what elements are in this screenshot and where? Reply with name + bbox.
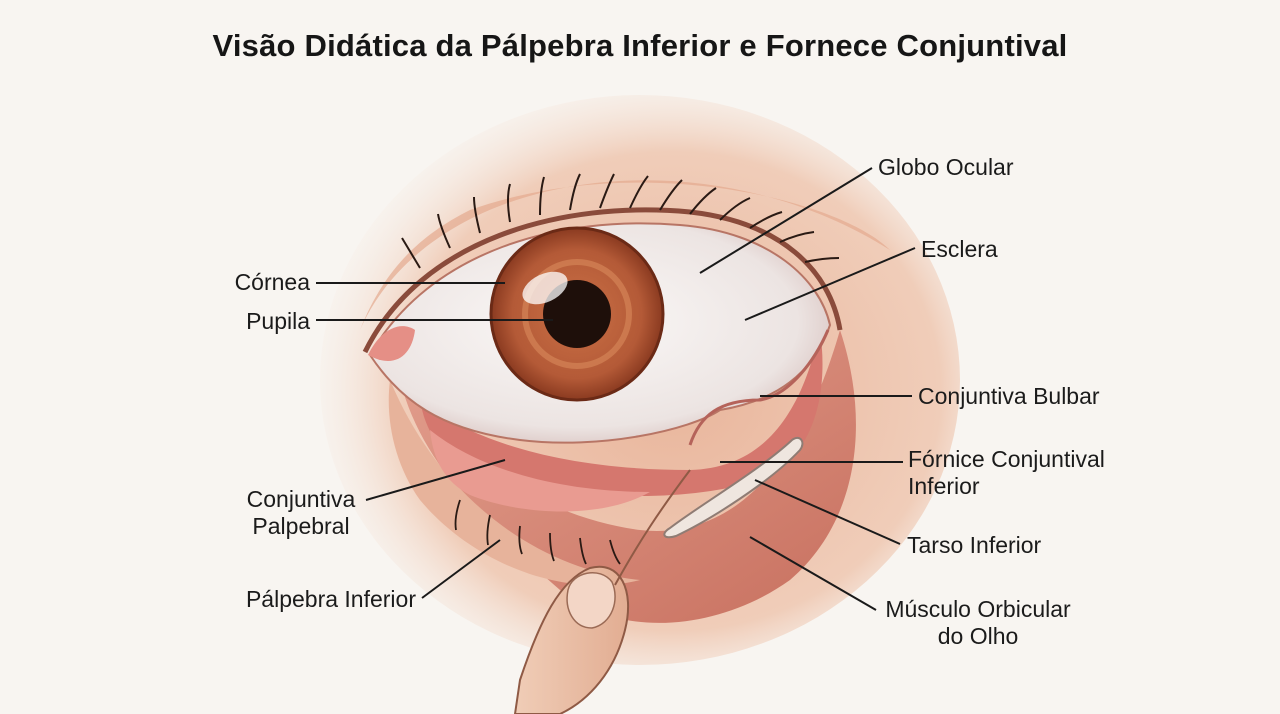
label-conjuntiva-palpebral-line2: Palpebral [252,513,350,539]
leader-lines [316,167,916,611]
upper-lid-edge [362,207,843,354]
finger-pull-line [614,469,691,586]
upper-lashes [401,173,840,269]
lower-lid [388,380,640,586]
label-fornice-line1: Fórnice Conjuntival [908,446,1105,472]
leader-musculo [749,536,877,611]
label-palpebra-inferior: Pálpebra Inferior [245,586,416,612]
label-musculo-line1: Músculo Orbicular [885,596,1071,622]
pupil [543,280,611,348]
iris-ring [522,259,632,369]
label-fornice-line2: Inferior [908,473,980,499]
leader-palpebra [421,539,501,599]
lower-lashes [454,499,621,565]
cornea-highlight [522,271,568,305]
label-globo-ocular: Globo Ocular [878,154,1014,180]
label-tarso-inferior: Tarso Inferior [907,532,1042,558]
leader-tarso [754,479,901,545]
bulbar-edge [688,329,830,446]
diagram-title: Visão Didática da Pálpebra Inferior e Fo… [212,28,1068,63]
label-conjuntiva-palpebral-line1: Conjuntiva [246,486,356,512]
fornix-pocket [420,330,823,497]
leader-globo-ocular [699,167,873,274]
leader-conjuntiva-palpebral [365,459,506,501]
label-conjuntiva-bulbar: Conjuntiva Bulbar [918,383,1100,409]
label-esclera: Esclera [921,236,998,262]
caruncle [368,326,415,361]
fingernail [566,572,616,629]
palpebral-conjunctiva [430,430,650,512]
label-fornice-conjuntival: Fórnice Conjuntival Inferior [908,446,1105,500]
label-musculo-line2: do Olho [937,623,1019,649]
leader-esclera [744,247,916,321]
label-musculo-orbicular: Músculo Orbicular do Olho [876,596,1080,650]
label-conjuntiva-palpebral: Conjuntiva Palpebral [236,486,366,540]
label-pupila: Pupila [246,308,310,334]
label-cornea: Córnea [234,269,310,295]
muscle-region [400,330,856,623]
